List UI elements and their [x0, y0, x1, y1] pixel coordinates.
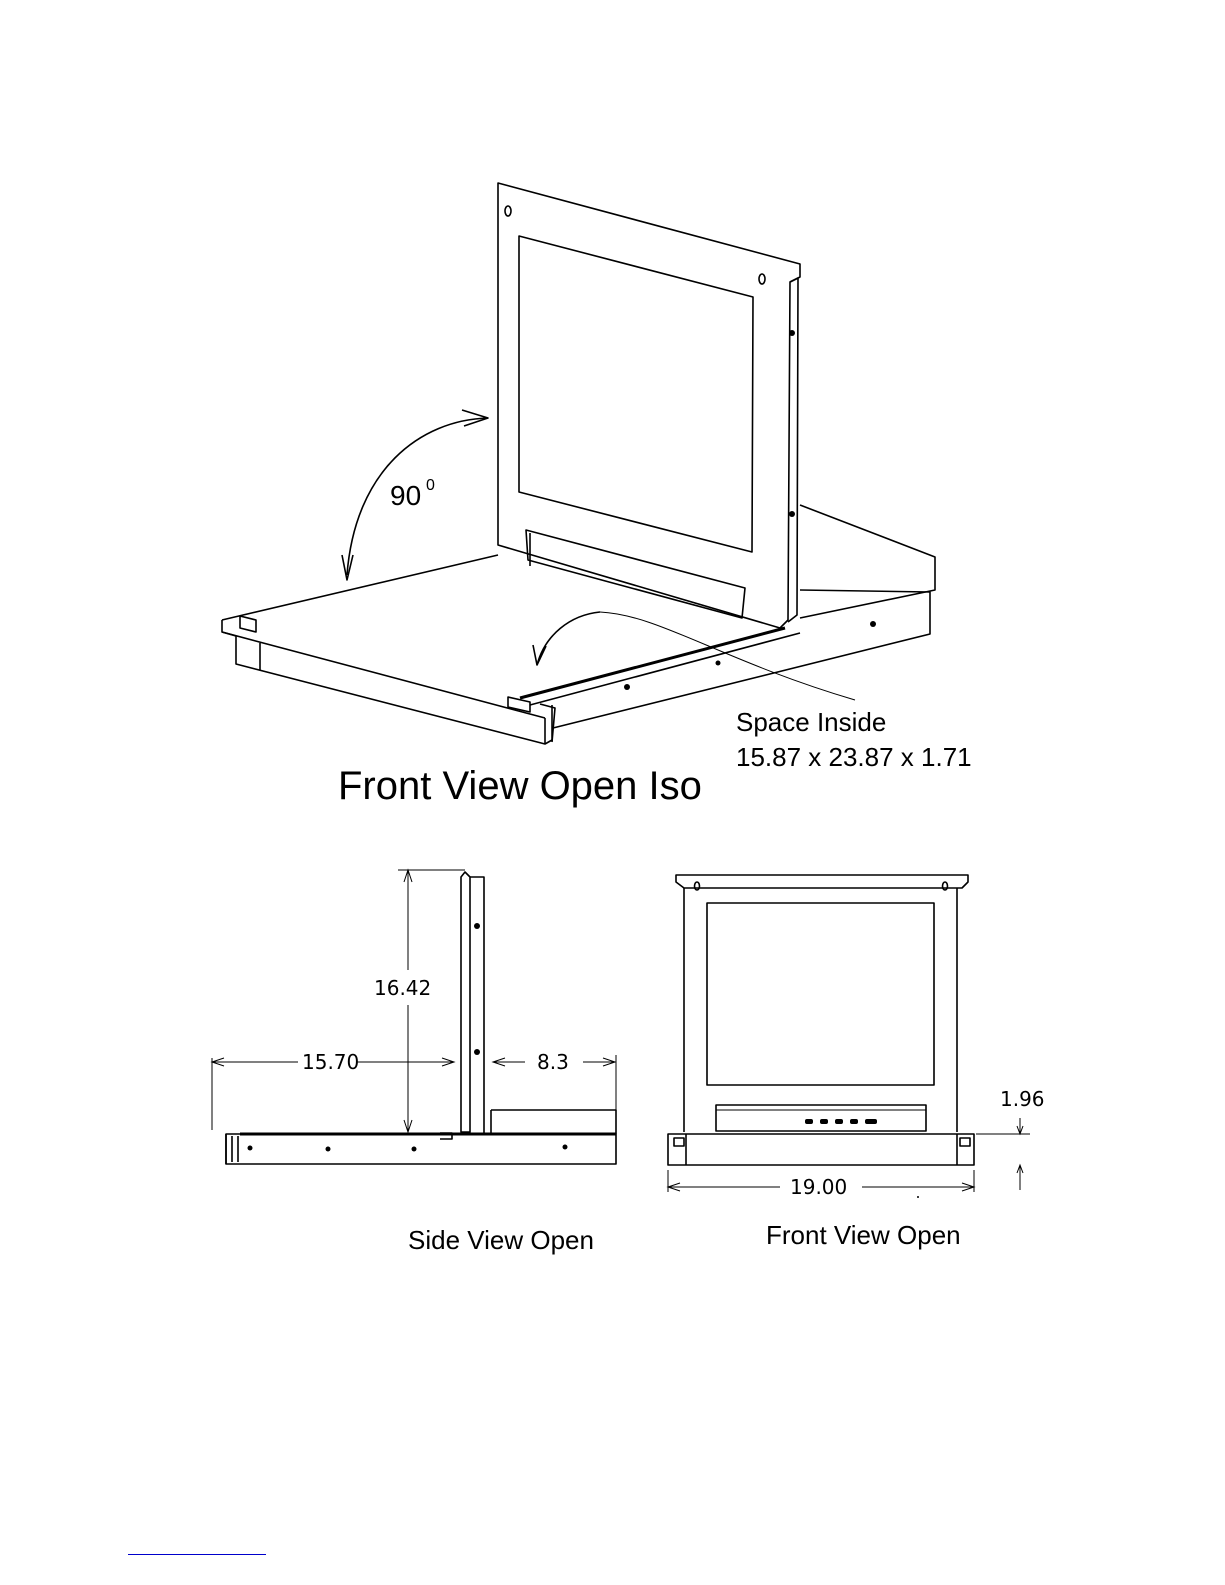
- space-inside-value: 15.87 x 23.87 x 1.71: [736, 742, 972, 772]
- side-view-drawing: [212, 870, 616, 1164]
- iso-drawing: [222, 183, 935, 744]
- front-view-title: Front View Open: [766, 1220, 961, 1250]
- front-view-drawing: [668, 875, 1030, 1198]
- front-width-dim: 19.00: [790, 1175, 847, 1199]
- angle-value: 90: [390, 480, 421, 511]
- front-rack-height-dim: 1.96: [1000, 1087, 1045, 1111]
- side-depth-dim: 15.70: [302, 1050, 359, 1074]
- front-buttons: [805, 1119, 877, 1124]
- footnote-link-underline: [128, 1554, 266, 1555]
- iso-view-title: Front View Open Iso: [338, 764, 702, 808]
- side-height-dim: 16.42: [374, 976, 431, 1000]
- side-rear-dim: 8.3: [537, 1050, 569, 1074]
- side-view-title: Side View Open: [408, 1225, 594, 1255]
- space-inside-label: Space Inside: [736, 707, 886, 737]
- angle-degree-symbol: 0: [426, 477, 435, 494]
